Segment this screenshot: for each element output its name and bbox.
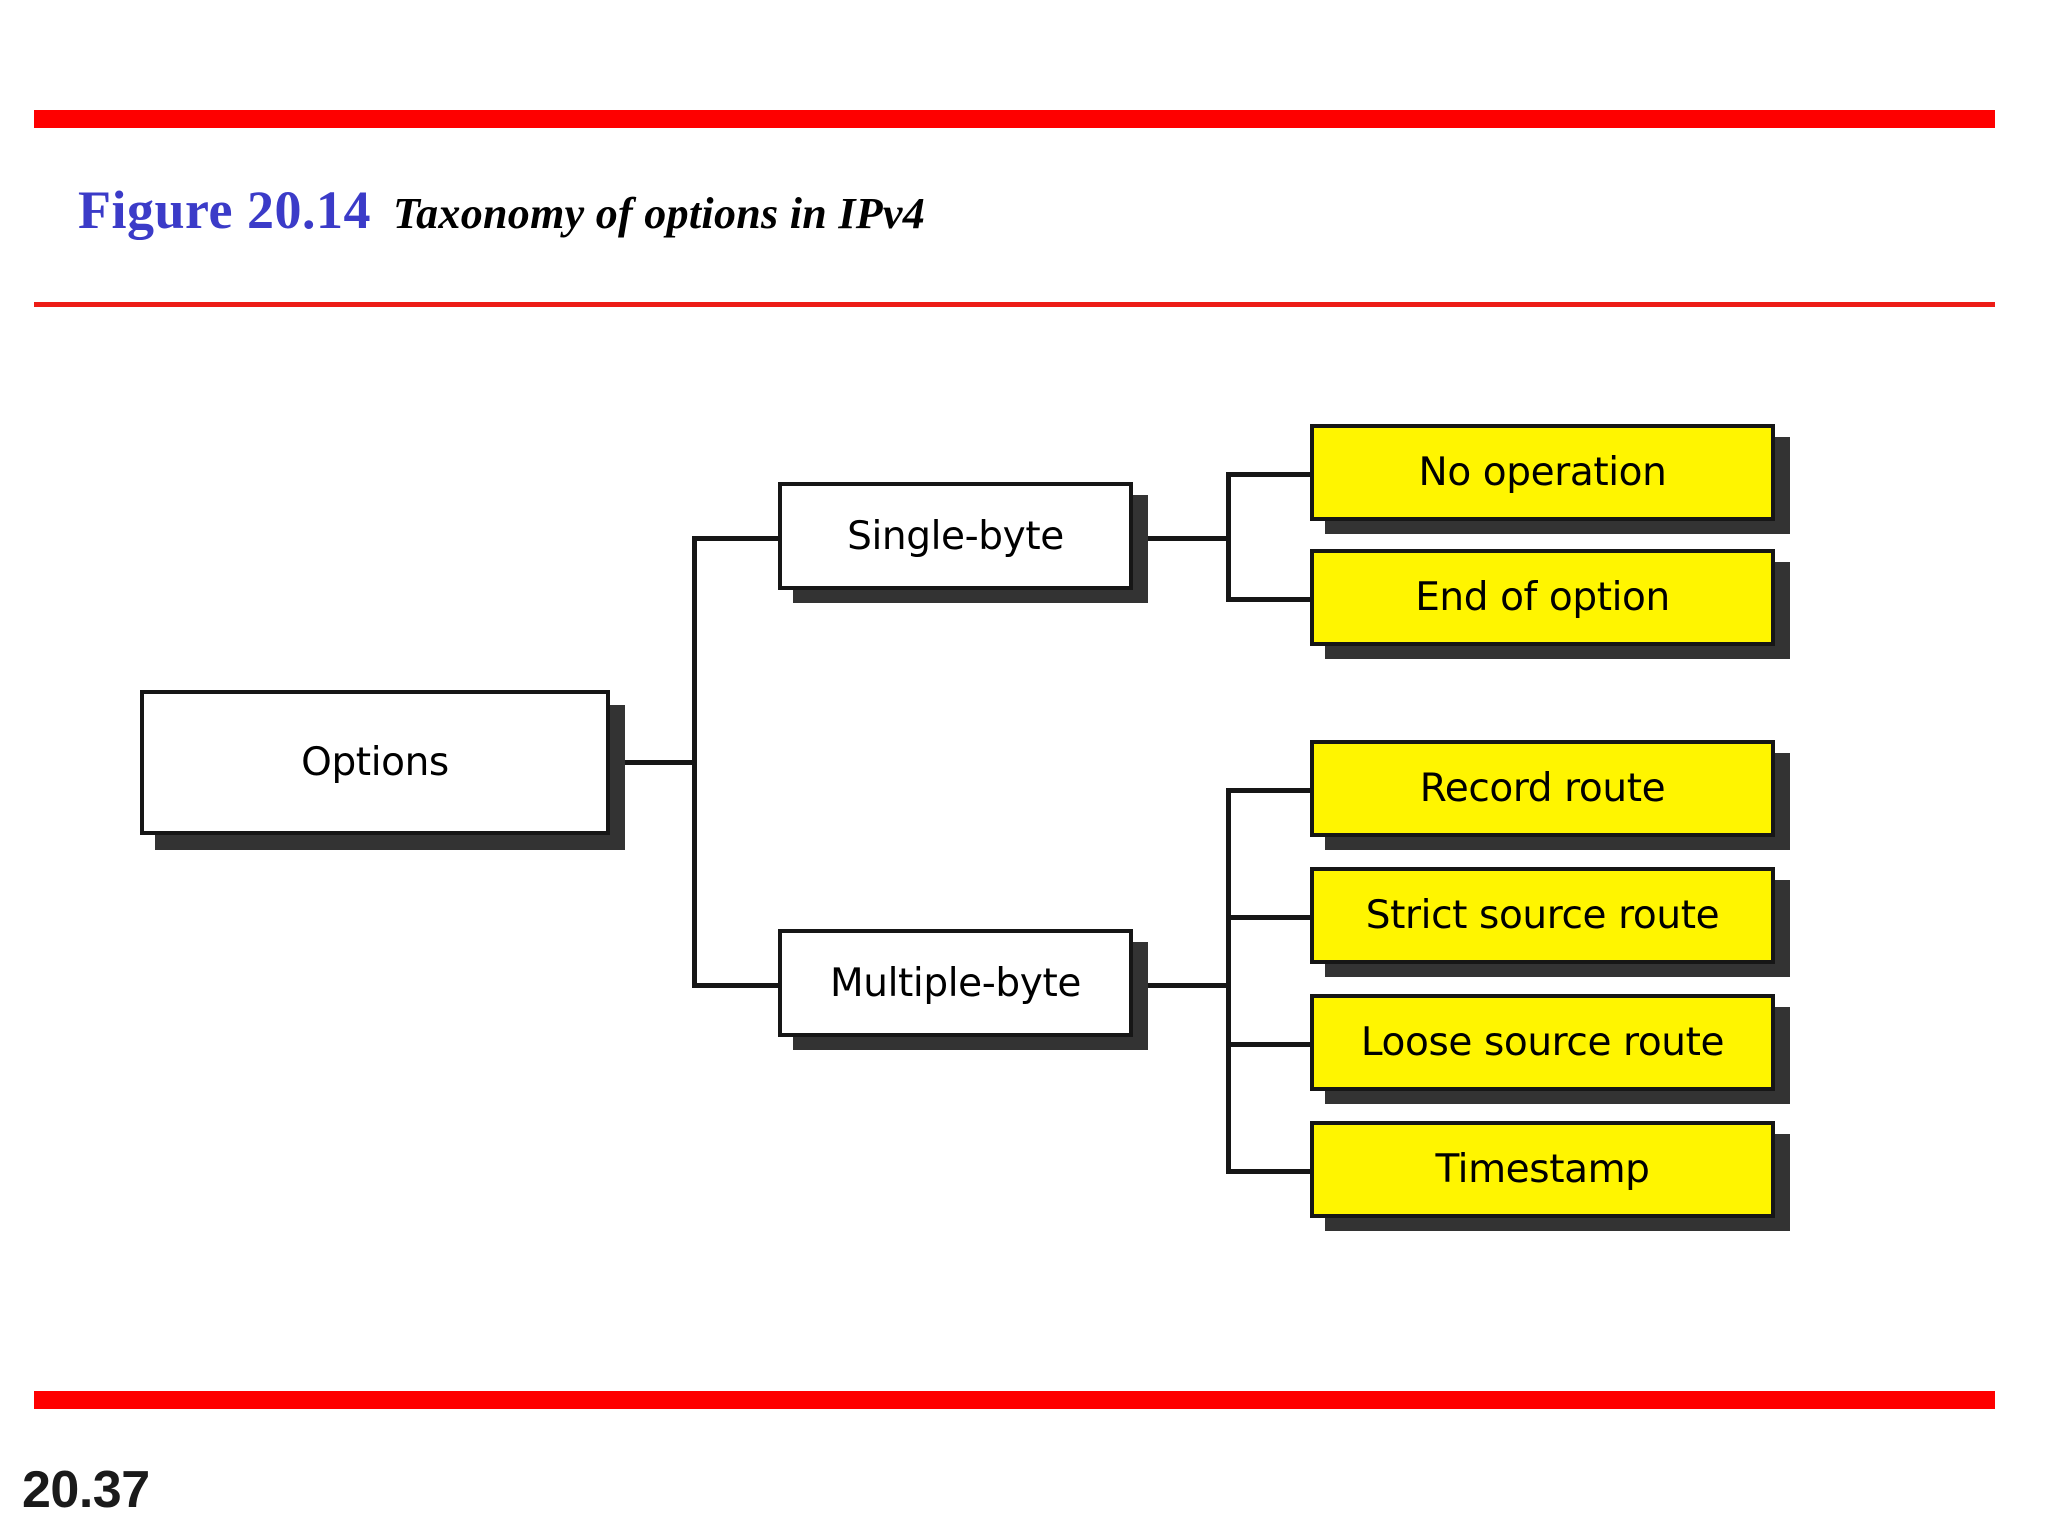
connector-bus-to-no-operation (1226, 472, 1312, 477)
node-single-byte[interactable]: Single-byte (778, 482, 1133, 590)
figure-number: Figure 20.14 (78, 180, 371, 240)
connector-trunk-vertical (692, 536, 697, 988)
connector-bus-to-strict-source-route (1226, 915, 1312, 920)
page-number: 20.37 (22, 1461, 150, 1519)
node-end-of-option[interactable]: End of option (1310, 549, 1775, 646)
node-timestamp-label: Timestamp (1435, 1147, 1650, 1192)
node-single-byte-label: Single-byte (847, 513, 1064, 559)
node-strict-source-route[interactable]: Strict source route (1310, 867, 1775, 964)
node-multiple-byte[interactable]: Multiple-byte (778, 929, 1133, 1037)
node-loose-source-route[interactable]: Loose source route (1310, 994, 1775, 1091)
taxonomy-diagram: Options Single-byte Multiple-byte No ope… (0, 330, 2048, 1370)
connector-bus-to-loose-source-route (1226, 1042, 1312, 1047)
connector-trunk-to-single-byte (692, 536, 784, 541)
node-record-route-label: Record route (1419, 766, 1666, 811)
connector-single-byte-to-bus (1130, 536, 1230, 541)
node-end-of-option-label: End of option (1415, 575, 1670, 620)
page-title: Figure 20.14 Taxonomy of options in IPv4 (78, 183, 925, 237)
node-strict-source-route-label: Strict source route (1365, 893, 1720, 938)
connector-options-to-trunk (608, 760, 697, 765)
connector-bus-to-end-of-option (1226, 597, 1312, 602)
connector-multiple-byte-to-bus (1130, 983, 1230, 988)
node-no-operation[interactable]: No operation (1310, 424, 1775, 521)
footer-rule-bottom (34, 1391, 1995, 1409)
figure-caption: Taxonomy of options in IPv4 (392, 189, 926, 238)
connector-trunk-to-multiple-byte (692, 983, 784, 988)
node-record-route[interactable]: Record route (1310, 740, 1775, 837)
node-timestamp[interactable]: Timestamp (1310, 1121, 1775, 1218)
node-multiple-byte-label: Multiple-byte (830, 960, 1081, 1006)
header-rule-top (34, 110, 1995, 128)
node-loose-source-route-label: Loose source route (1360, 1020, 1725, 1065)
node-options-label: Options (301, 740, 449, 785)
node-options[interactable]: Options (140, 690, 610, 835)
connector-bus-to-timestamp (1226, 1169, 1312, 1174)
node-no-operation-label: No operation (1418, 450, 1667, 495)
connector-bus-to-record-route (1226, 788, 1312, 793)
connector-multiple-byte-bus (1226, 788, 1231, 1170)
header-rule-thin (34, 302, 1995, 307)
connector-single-byte-bus (1226, 472, 1231, 602)
